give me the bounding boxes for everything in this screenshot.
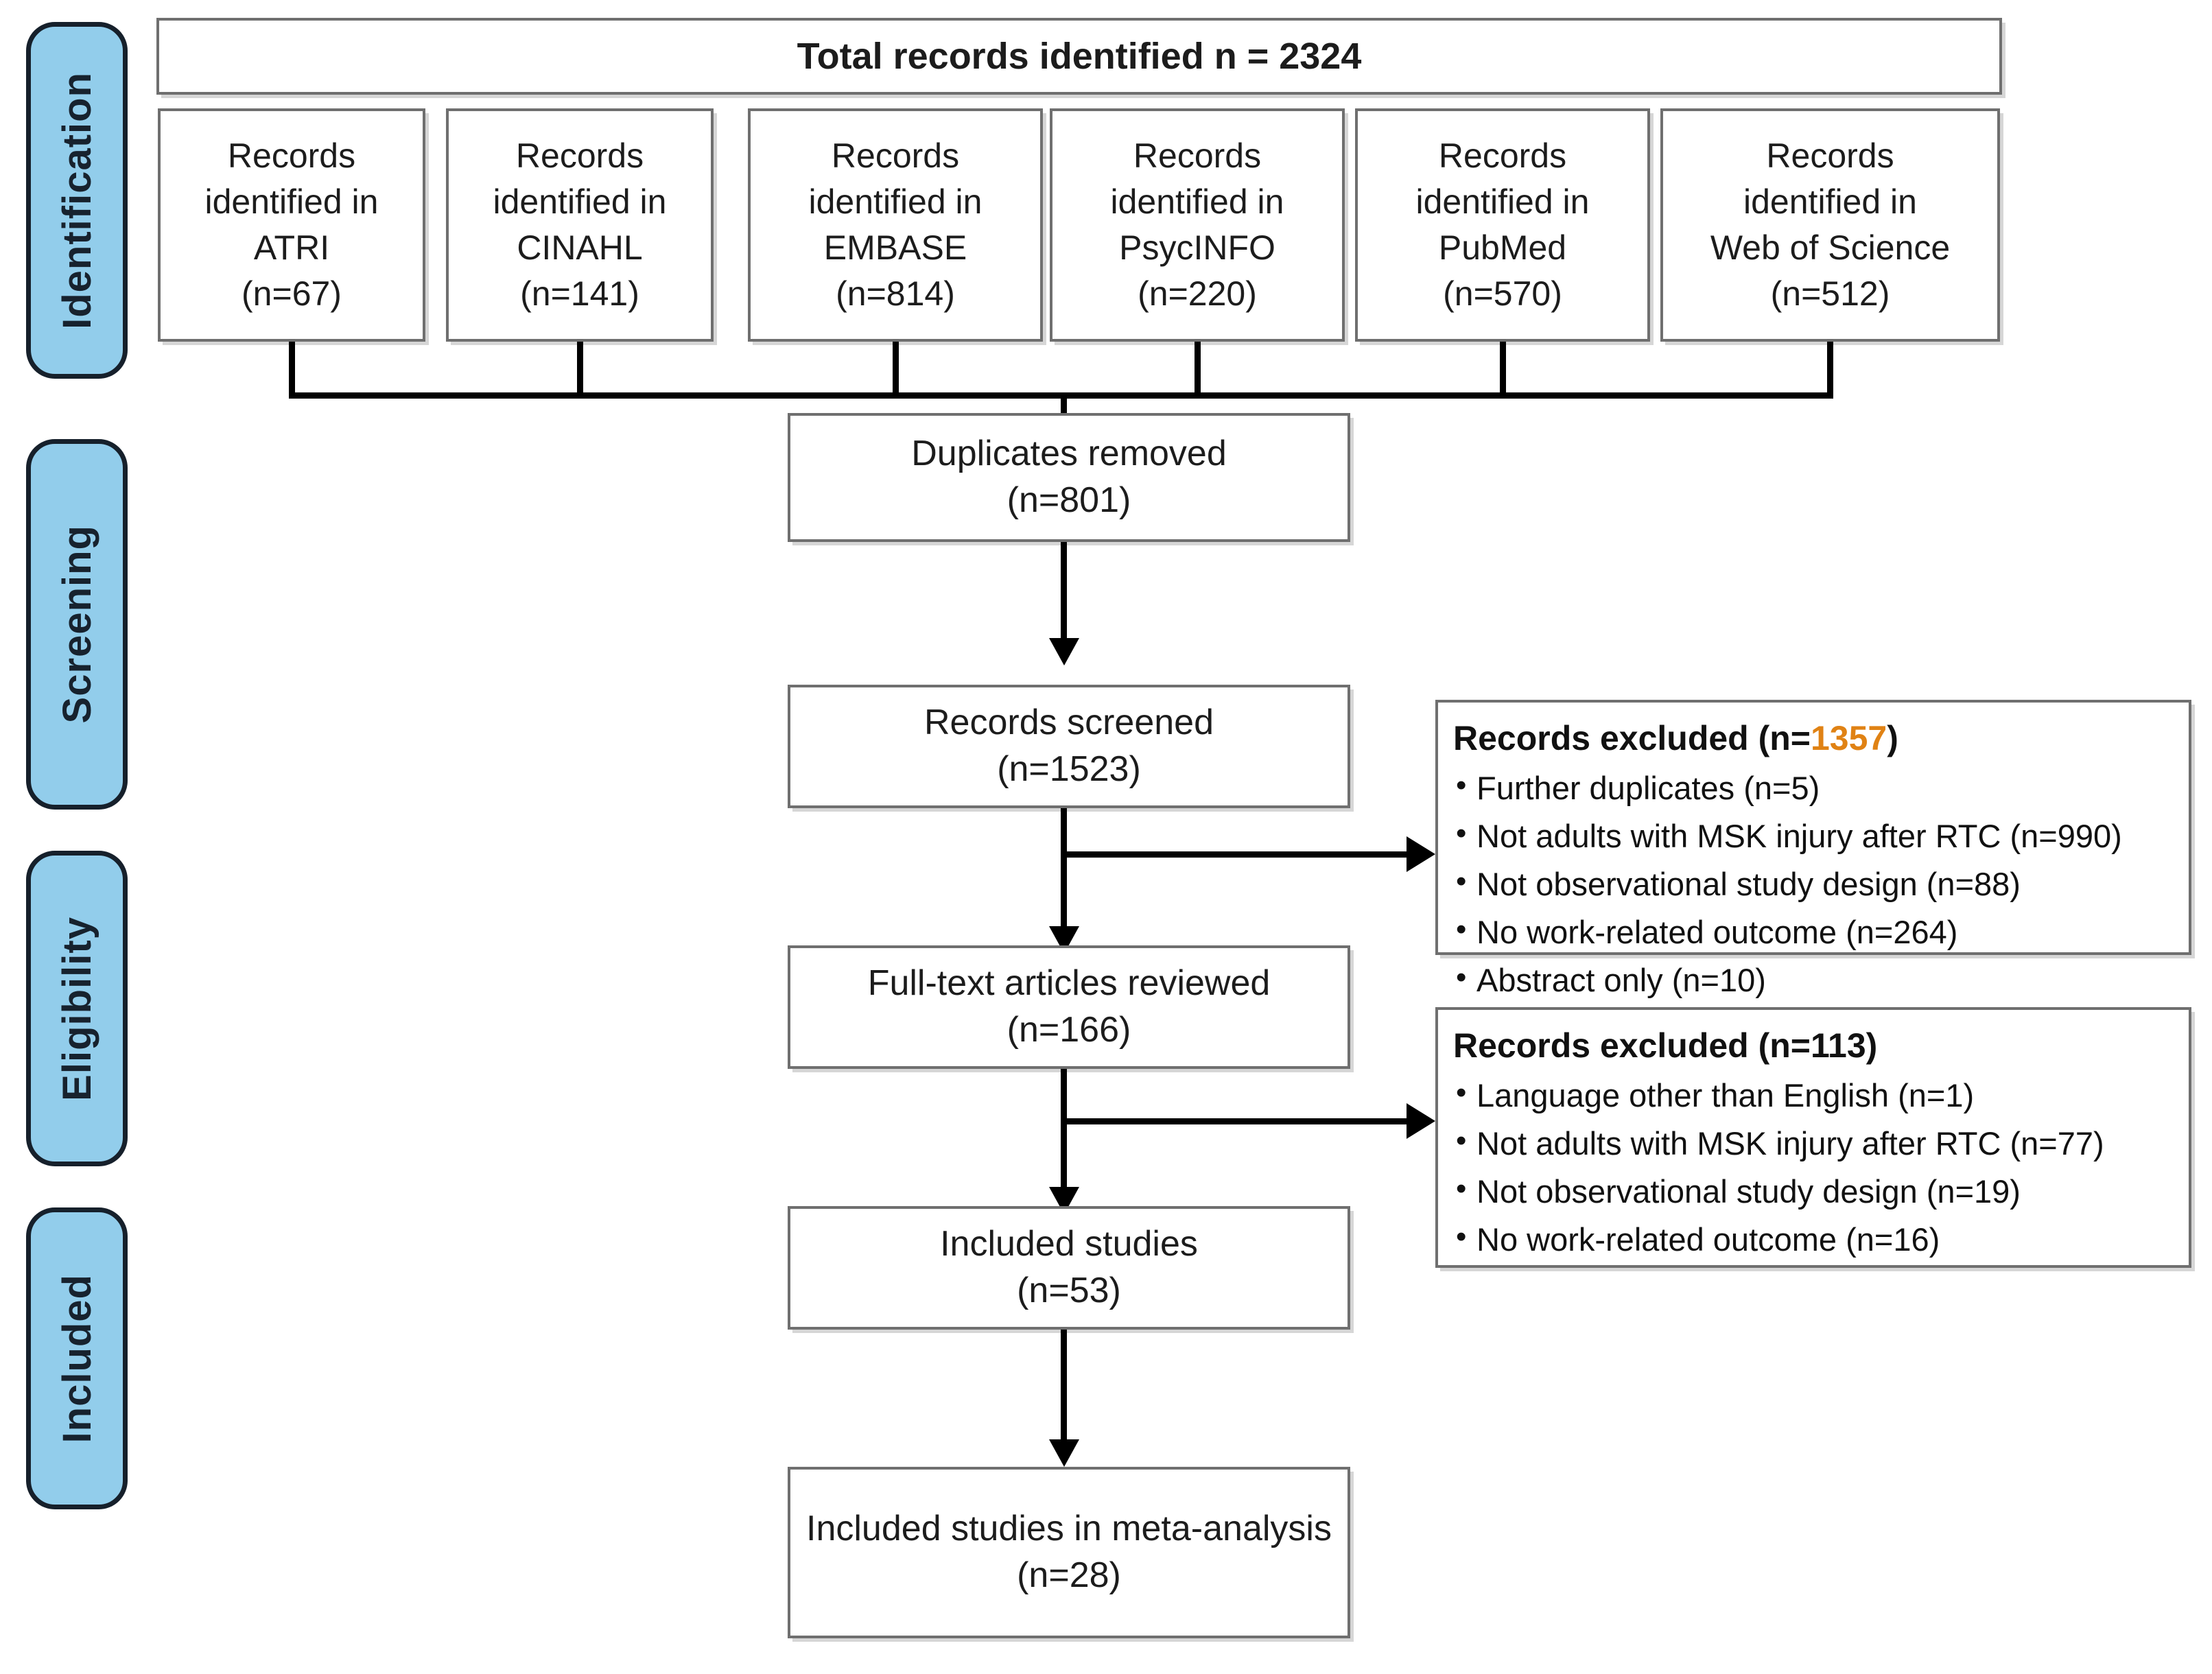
included-count: (n=53) (1017, 1271, 1121, 1310)
source-box-psycinfo: Records identified in PsycINFO (n=220) (1050, 108, 1345, 342)
source-line1: Records (831, 137, 960, 175)
source-box-cinahl: Records identified in CINAHL (n=141) (446, 108, 714, 342)
connector-drop-wos (1827, 342, 1833, 398)
exclusion-2-title-prefix: Records excluded (n= (1453, 1026, 1811, 1065)
source-line1: Records (515, 137, 644, 175)
duplicates-removed-box: Duplicates removed (n=801) (788, 413, 1350, 542)
included-label: Included studies (940, 1224, 1198, 1264)
source-count: (n=570) (1443, 274, 1562, 313)
connector-drop-psycinfo (1195, 342, 1201, 398)
stage-label-text: Eligibility (54, 916, 99, 1101)
exclusion-1-reason-list: Further duplicates (n=5) Not adults with… (1453, 766, 2178, 1001)
source-line1: Records (1766, 137, 1894, 175)
exclusion-2-title: Records excluded (n=113) (1453, 1024, 2178, 1068)
included-studies-box: Included studies (n=53) (788, 1206, 1350, 1330)
source-line1: Records (227, 137, 356, 175)
list-item: No work-related outcome (n=264) (1453, 910, 2178, 953)
arrow-to-meta-icon (1049, 1439, 1079, 1467)
exclusion-panel-1: Records excluded (n=1357) Further duplic… (1435, 700, 2191, 998)
source-line2: identified in (1743, 182, 1917, 221)
total-records-box: Total records identified n = 2324 (156, 18, 2002, 95)
connector-drop-atri (289, 342, 295, 398)
list-item: Not adults with MSK injury after RTC (n=… (1453, 814, 2178, 857)
connector-fulltext-to-exclusion2 (1061, 1118, 1411, 1124)
source-line2: identified in (493, 182, 667, 221)
source-count: (n=141) (520, 274, 639, 313)
source-line2: identified in (1110, 182, 1284, 221)
source-database: CINAHL (517, 228, 643, 267)
stage-label-screening: Screening (26, 439, 128, 810)
connector-drop-cinahl (577, 342, 583, 398)
connector-drop-embase (893, 342, 899, 398)
stage-label-text: Screening (54, 525, 99, 724)
list-item: No work-related outcome (n=16) (1453, 1217, 2178, 1260)
list-item: Abstract only (n=10) (1453, 958, 2178, 1001)
exclusion-panel-2: Records excluded (n=113) Language other … (1435, 1007, 2191, 1268)
fulltext-count: (n=166) (1007, 1010, 1131, 1050)
stage-label-included: Included (26, 1207, 128, 1509)
stage-label-eligibility: Eligibility (26, 851, 128, 1166)
source-database: Web of Science (1710, 228, 1951, 267)
screened-label: Records screened (924, 703, 1214, 743)
screened-count: (n=1523) (997, 749, 1141, 789)
connector-drop-pubmed (1500, 342, 1506, 398)
source-box-atri: Records identified in ATRI (n=67) (158, 108, 425, 342)
exclusion-1-title-prefix: Records excluded (n= (1453, 719, 1811, 757)
source-line2: identified in (204, 182, 379, 221)
source-count: (n=220) (1138, 274, 1257, 313)
connector-included-to-meta (1061, 1330, 1067, 1450)
stage-label-text: Included (54, 1273, 99, 1443)
exclusion-1-title: Records excluded (n=1357) (1453, 716, 2178, 761)
source-count: (n=67) (242, 274, 342, 313)
list-item: Further duplicates (n=5) (1453, 766, 2178, 809)
arrow-to-exclusion1-icon (1407, 836, 1435, 872)
fulltext-reviewed-box: Full-text articles reviewed (n=166) (788, 945, 1350, 1069)
source-box-pubmed: Records identified in PubMed (n=570) (1355, 108, 1650, 342)
exclusion-1-title-suffix: ) (1887, 719, 1898, 757)
fulltext-label: Full-text articles reviewed (867, 963, 1271, 1004)
total-records-text: Total records identified n = 2324 (797, 35, 1362, 77)
source-database: PubMed (1438, 228, 1567, 267)
source-database: EMBASE (823, 228, 967, 267)
source-line1: Records (1438, 137, 1567, 175)
source-database: PsycINFO (1119, 228, 1275, 267)
arrow-to-exclusion2-icon (1407, 1103, 1435, 1139)
stage-label-identification: Identification (26, 22, 128, 379)
source-line2: identified in (808, 182, 983, 221)
meta-count: (n=28) (1017, 1555, 1121, 1595)
source-box-embase: Records identified in EMBASE (n=814) (748, 108, 1043, 342)
list-item: Not observational study design (n=88) (1453, 862, 2178, 905)
records-screened-box: Records screened (n=1523) (788, 685, 1350, 808)
meta-analysis-box: Included studies in meta-analysis (n=28) (788, 1467, 1350, 1638)
source-box-web-of-science: Records identified in Web of Science (n=… (1660, 108, 2000, 342)
duplicates-count: (n=801) (1007, 480, 1131, 520)
exclusion-2-title-suffix: ) (1866, 1026, 1878, 1065)
list-item: Language other than English (n=1) (1453, 1073, 2178, 1116)
connector-screened-down (1061, 808, 1067, 945)
connector-screened-to-exclusion1 (1061, 851, 1411, 858)
exclusion-2-count: 113 (1811, 1026, 1866, 1065)
connector-fulltext-down (1061, 1069, 1067, 1206)
list-item: Not adults with MSK injury after RTC (n=… (1453, 1121, 2178, 1164)
exclusion-1-count-highlight: 1357 (1811, 719, 1887, 757)
stage-label-text: Identification (54, 71, 99, 329)
arrow-to-screened-icon (1049, 638, 1079, 665)
source-count: (n=814) (836, 274, 955, 313)
meta-label: Included studies in meta-analysis (806, 1509, 1332, 1549)
source-line2: identified in (1415, 182, 1590, 221)
duplicates-label: Duplicates removed (911, 434, 1227, 474)
source-count: (n=512) (1770, 274, 1890, 313)
source-line1: Records (1133, 137, 1262, 175)
exclusion-2-reason-list: Language other than English (n=1) Not ad… (1453, 1073, 2178, 1260)
source-database: ATRI (253, 228, 330, 267)
list-item: Not observational study design (n=19) (1453, 1169, 2178, 1212)
connector-duplicates-to-screened (1061, 542, 1067, 645)
